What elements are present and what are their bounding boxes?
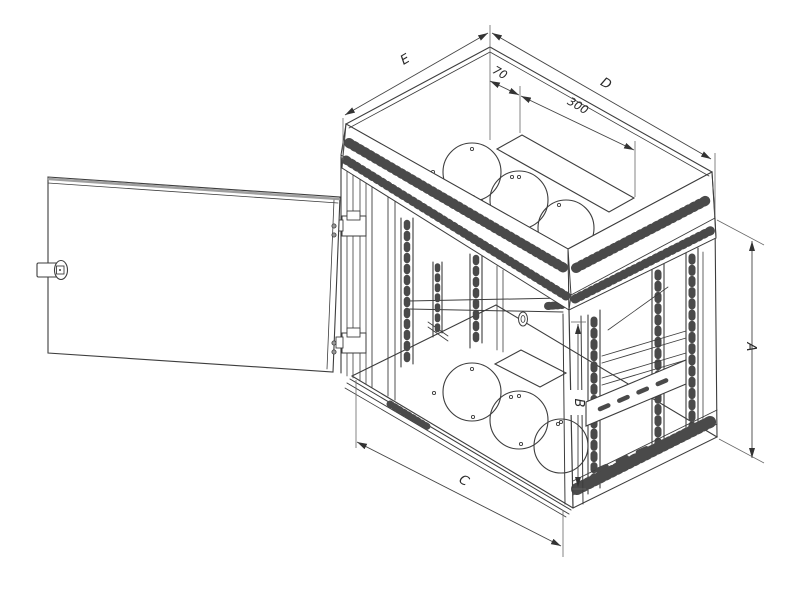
door-panel (47, 176, 341, 373)
floor-screw-holes (431, 366, 564, 447)
label-B-mask (566, 390, 583, 415)
floor-fan-hole-1 (442, 362, 502, 422)
cable-gland-hole (518, 311, 528, 327)
floor-cable-cutout (493, 349, 568, 388)
left-mounting-rail-rear (469, 253, 483, 349)
dim-line-300 (520, 95, 635, 151)
dim-label-B: B (571, 399, 586, 408)
dim-label-C: C (456, 472, 472, 490)
door-hinge-top (335, 210, 367, 237)
right-mounting-rail-middle (651, 262, 665, 456)
door-top-edge (47, 177, 341, 201)
grille-slats (571, 414, 720, 495)
grille-slot-row (595, 444, 653, 473)
door-lock-handle (36, 259, 69, 281)
open-door (36, 176, 341, 373)
roof-gable-edges (340, 123, 717, 311)
dim-label-E: E (398, 51, 413, 68)
right-side-straps (601, 286, 687, 386)
dim-line-70 (489, 80, 520, 96)
door-top-inner-edge (47, 182, 339, 204)
dim-label-D: D (598, 75, 614, 93)
cabinet (335, 46, 720, 518)
plinth-vent-slats (386, 400, 432, 431)
dim-label-70: 70 (490, 63, 510, 82)
left-mounting-rail-front (400, 217, 414, 368)
roof-knee-right (570, 217, 716, 296)
door-hinge-bottom (335, 327, 367, 354)
right-mounting-rail-rear (685, 247, 699, 441)
rear-crossmember-bottom (407, 308, 564, 313)
bracket-slots (597, 374, 677, 412)
right-diagonal-brace (607, 286, 669, 331)
rear-wall (407, 265, 566, 353)
dim-label-A: A (743, 342, 758, 352)
hinge-screws (331, 223, 337, 355)
dim-line-E (344, 32, 489, 116)
rear-crossmember-top (407, 297, 564, 302)
roof-vent-slats (341, 138, 717, 304)
left-mounting-rail-middle (432, 261, 443, 338)
right-bottom-grille (571, 409, 720, 496)
dim-line-C (356, 441, 562, 547)
dimension-lines (344, 32, 755, 547)
right-bottom-bracket (585, 359, 687, 427)
rear-vent-slats (544, 301, 566, 310)
left-front-frame (387, 185, 396, 401)
right-wall-outer-edge (714, 217, 718, 438)
